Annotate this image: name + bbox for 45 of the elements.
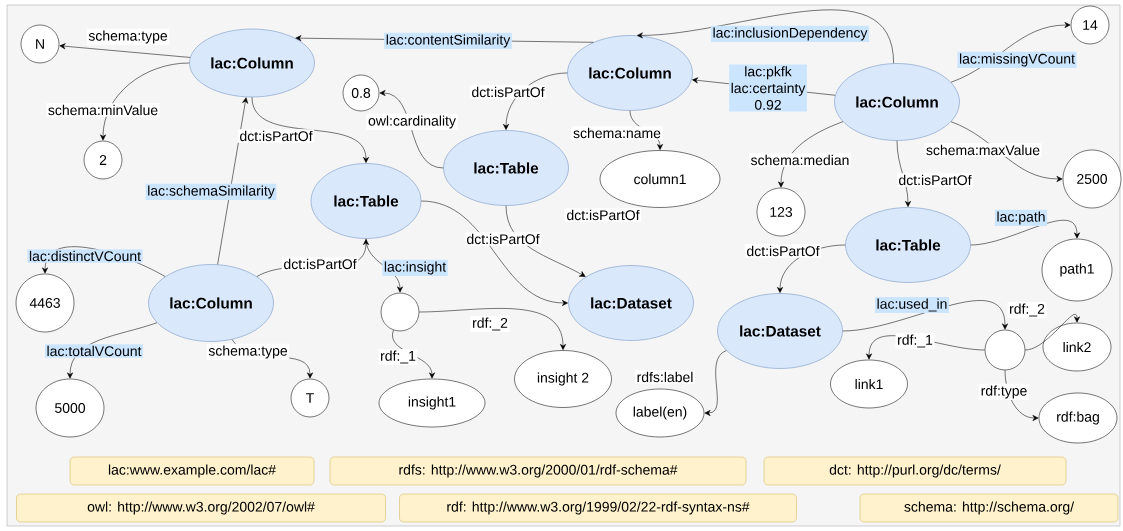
arrow [379,90,444,169]
arrow [896,140,911,207]
prefix-box: owl: http://www.w3.org/2002/07/owl# [16,493,386,523]
arrow [421,200,568,306]
edge-label: dct:isPartOf [464,232,542,246]
arrow [704,350,727,416]
arrow [59,43,191,58]
blank-circle [380,292,420,332]
arrow [778,121,844,188]
edge-label: schema:median [749,153,851,167]
edge-label: dct:isPartOf [744,244,822,258]
edge-label: dct:isPartOf [469,85,547,99]
edge-label: schema:minValue [46,103,160,117]
arrow [1025,314,1080,351]
arrow [842,300,1008,332]
edge-label: rdfs:label [635,370,695,384]
prefix-box: schema: http://schema.org/ [859,493,1119,523]
prefix-box: dct: http://purl.org/dc/terms/ [763,456,1067,486]
arrow [503,72,568,130]
prefix-box: rdf: http://www.w3.org/1999/02/22-rdf-syntax-ns# [399,493,797,523]
arrow [950,22,1071,83]
edge-label: schema:name [571,126,663,140]
edge-label: dct:isPartOf [237,129,315,143]
edge-label: lac:pkfk lac:certainty 0.92 [729,64,807,112]
arrow [970,220,1080,246]
arrow [251,97,369,163]
arrow [419,308,566,350]
arrow [100,62,190,141]
edge-label: dct:isPartOf [564,208,642,222]
arrow [950,121,1063,182]
edge-label: lac:totalVCount [44,344,144,358]
arrow [1004,370,1039,421]
arrow [217,97,249,265]
edge-label: dct:isPartOf [281,257,359,271]
prefix-box: rdfs: http://www.w3.org/2000/01/rdf-schema# [329,456,747,486]
edge-label: dct:isPartOf [896,173,974,187]
arrow [636,9,894,64]
edge-label: lac:distinctVCount [27,249,143,263]
arrow [392,329,435,379]
edge-label: schema:maxValue [924,143,1042,157]
arrow [365,238,403,293]
blank-circle [984,329,1026,371]
arrow [67,322,158,379]
prefix-box: lac:www.example.com/lac# [69,456,315,486]
arrow [629,110,663,150]
